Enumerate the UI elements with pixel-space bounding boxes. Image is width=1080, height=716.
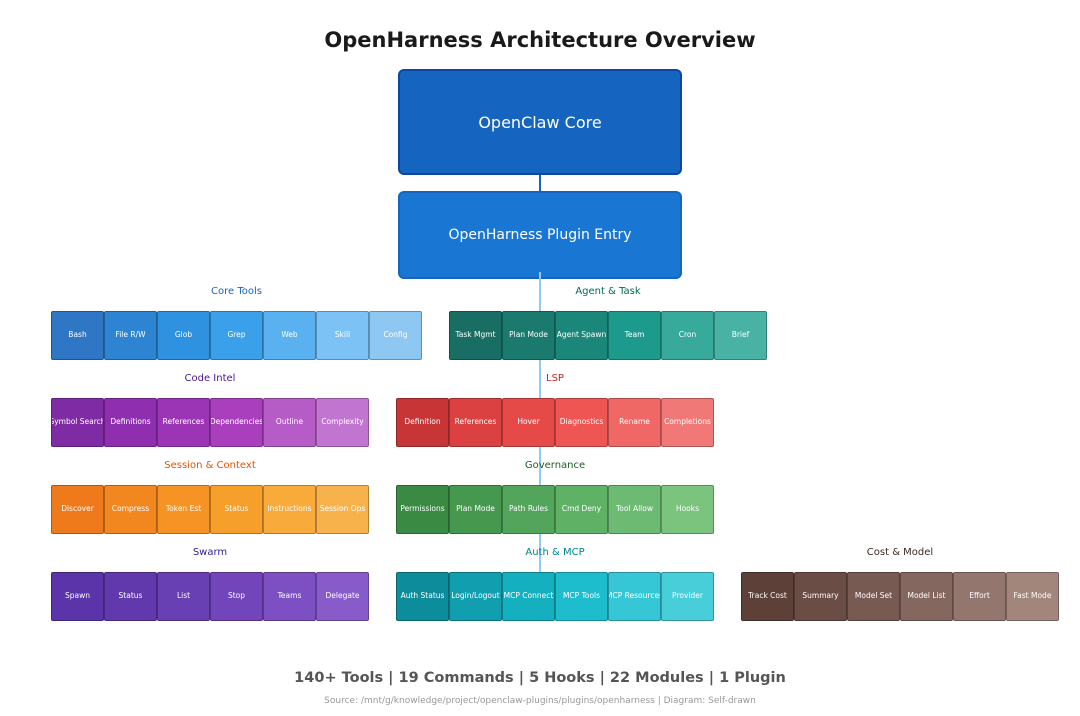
module-core-tools-bash: Bash: [51, 311, 104, 360]
module-auth-and-mcp-auth-status: Auth Status: [396, 572, 449, 621]
module-session-and-context-compress: Compress: [104, 485, 157, 534]
module-governance-tool-allow: Tool Allow: [608, 485, 661, 534]
module-swarm-list: List: [157, 572, 210, 621]
module-agent-and-task-cron: Cron: [661, 311, 714, 360]
module-auth-and-mcp-mcp-connect: MCP Connect: [502, 572, 555, 621]
module-core-tools-skill: Skill: [316, 311, 369, 360]
source-caption: Source: /mnt/g/knowledge/project/opencla…: [324, 696, 756, 706]
module-code-intel-definitions: Definitions: [104, 398, 157, 447]
stats-summary: 140+ Tools | 19 Commands | 5 Hooks | 22 …: [294, 670, 786, 686]
group-label-session-and-context: Session & Context: [164, 460, 256, 471]
module-governance-hooks: Hooks: [661, 485, 714, 534]
module-agent-and-task-plan-mode: Plan Mode: [502, 311, 555, 360]
module-lsp-definition: Definition: [396, 398, 449, 447]
module-swarm-status: Status: [104, 572, 157, 621]
module-session-and-context-discover: Discover: [51, 485, 104, 534]
module-governance-permissions: Permissions: [396, 485, 449, 534]
module-swarm-delegate: Delegate: [316, 572, 369, 621]
module-auth-and-mcp-mcp-resources: MCP Resources: [608, 572, 661, 621]
module-cost-and-model-model-set: Model Set: [847, 572, 900, 621]
group-label-core-tools: Core Tools: [211, 286, 262, 297]
plugin-entry-box: OpenHarness Plugin Entry: [398, 191, 682, 279]
module-code-intel-outline: Outline: [263, 398, 316, 447]
module-core-tools-file-r-w: File R/W: [104, 311, 157, 360]
module-lsp-diagnostics: Diagnostics: [555, 398, 608, 447]
module-cost-and-model-track-cost: Track Cost: [741, 572, 794, 621]
group-label-cost-and-model: Cost & Model: [866, 547, 934, 558]
group-label-auth-and-mcp: Auth & MCP: [525, 547, 585, 558]
module-auth-and-mcp-login-logout: Login/Logout: [449, 572, 502, 621]
module-lsp-references: References: [449, 398, 502, 447]
module-core-tools-config: Config: [369, 311, 422, 360]
module-cost-and-model-summary: Summary: [794, 572, 847, 621]
module-code-intel-symbol-search: Symbol Search: [51, 398, 104, 447]
module-lsp-rename: Rename: [608, 398, 661, 447]
module-cost-and-model-fast-mode: Fast Mode: [1006, 572, 1059, 621]
group-label-governance: Governance: [524, 460, 586, 471]
module-cost-and-model-effort: Effort: [953, 572, 1006, 621]
openclaw-core-box: OpenClaw Core: [398, 69, 682, 175]
diagram-title: OpenHarness Architecture Overview: [324, 28, 756, 52]
group-label-lsp: LSP: [546, 373, 564, 384]
module-cost-and-model-model-list: Model List: [900, 572, 953, 621]
module-lsp-hover: Hover: [502, 398, 555, 447]
module-lsp-completions: Completions: [661, 398, 714, 447]
group-label-agent-and-task: Agent & Task: [575, 286, 641, 297]
module-governance-plan-mode: Plan Mode: [449, 485, 502, 534]
module-governance-cmd-deny: Cmd Deny: [555, 485, 608, 534]
module-swarm-stop: Stop: [210, 572, 263, 621]
module-code-intel-dependencies: Dependencies: [210, 398, 263, 447]
module-agent-and-task-task-mgmt: Task Mgmt: [449, 311, 502, 360]
module-session-and-context-status: Status: [210, 485, 263, 534]
group-label-swarm: Swarm: [192, 547, 228, 558]
module-agent-and-task-team: Team: [608, 311, 661, 360]
group-label-code-intel: Code Intel: [184, 373, 236, 384]
module-session-and-context-session-ops: Session Ops: [316, 485, 369, 534]
module-auth-and-mcp-mcp-tools: MCP Tools: [555, 572, 608, 621]
module-core-tools-glob: Glob: [157, 311, 210, 360]
module-swarm-spawn: Spawn: [51, 572, 104, 621]
core-to-entry-connector: [539, 175, 541, 191]
module-core-tools-web: Web: [263, 311, 316, 360]
module-code-intel-references: References: [157, 398, 210, 447]
module-session-and-context-token-est: Token Est: [157, 485, 210, 534]
module-governance-path-rules: Path Rules: [502, 485, 555, 534]
module-agent-and-task-agent-spawn: Agent Spawn: [555, 311, 608, 360]
module-session-and-context-instructions: Instructions: [263, 485, 316, 534]
module-auth-and-mcp-provider: Provider: [661, 572, 714, 621]
module-code-intel-complexity: Complexity: [316, 398, 369, 447]
module-core-tools-grep: Grep: [210, 311, 263, 360]
module-agent-and-task-brief: Brief: [714, 311, 767, 360]
module-swarm-teams: Teams: [263, 572, 316, 621]
